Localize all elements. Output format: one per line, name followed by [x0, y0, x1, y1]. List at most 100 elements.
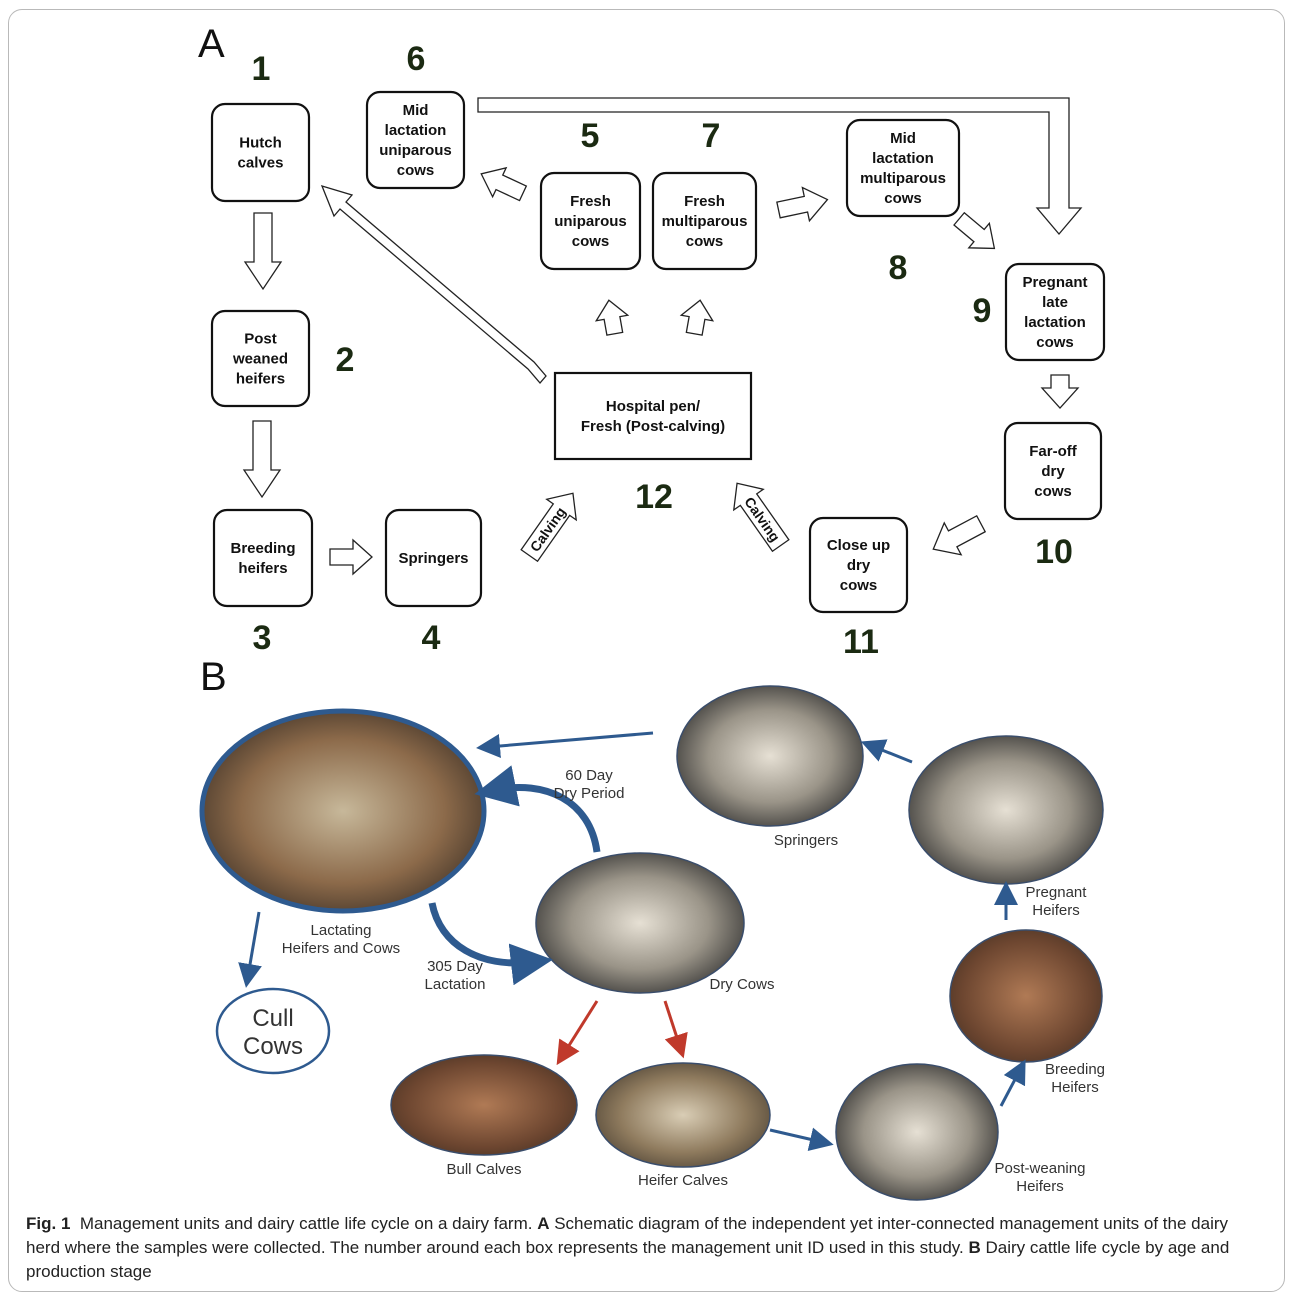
arrow-2-to-3 [242, 420, 282, 499]
panel-a-label: A [198, 22, 225, 66]
unit-number-10: 10 [1035, 533, 1073, 571]
unit-number-7: 7 [702, 117, 721, 155]
arrow-6-to-9 [477, 97, 1083, 236]
arrow-5-to-6 [480, 166, 528, 202]
figure-caption: Fig. 1 Management units and dairy cattle… [26, 1212, 1266, 1284]
unit-box-outline [553, 371, 753, 461]
unit-box-label: calves [238, 155, 284, 172]
label-dry-cows: Dry Cows [709, 976, 774, 993]
arrow-3-to-4 [329, 538, 373, 576]
unit-box-12: Hospital pen/Fresh (Post-calving) [553, 371, 753, 461]
unit-number-4: 4 [422, 619, 441, 657]
caption-b-text: Dairy cattle life cycle by age and produ… [26, 1238, 1230, 1281]
arrow-heiferCalves-to-postweaning [769, 1127, 834, 1151]
unit-number-8: 8 [889, 249, 908, 287]
arrow-postweaning-to-breeding [999, 1059, 1026, 1107]
unit-box-label: heifers [238, 560, 287, 577]
arrow-12-to-7 [679, 299, 715, 336]
post-weaning-photo [835, 1063, 999, 1201]
arrow-12-to-1 [320, 184, 547, 384]
unit-number-1: 1 [252, 50, 271, 88]
unit-box-outline [212, 508, 314, 608]
unit-box-label: Close up [827, 537, 890, 554]
arrow-lactation-period [428, 902, 553, 986]
unit-box-label: cows [1036, 334, 1074, 351]
breeding-heifers-photo [949, 929, 1103, 1063]
label-bull-calves: Bull Calves [446, 1161, 521, 1178]
unit-number-11: 11 [843, 623, 879, 661]
springers-photo [676, 685, 864, 827]
arrow-1-to-2 [243, 212, 283, 291]
unit-box-label: lactation [1024, 314, 1086, 331]
arrow-dry-to-heifer-calves [663, 1000, 688, 1059]
unit-box-label: weaned [232, 351, 288, 368]
arrow-springers-to-lactating [476, 731, 654, 758]
unit-number-5: 5 [581, 117, 600, 155]
arrow-dry-to-bull-calves [556, 1000, 599, 1066]
unit-box-label: cows [686, 233, 724, 250]
arrow-lactating-to-cull [238, 911, 262, 988]
arrow-calving-right: Calving [732, 482, 790, 553]
unit-box-label: Fresh [684, 193, 725, 210]
unit-box-outline [845, 118, 961, 218]
pregnant-heifers-photo [908, 735, 1104, 885]
unit-box-label: dry [847, 557, 871, 574]
heifer-calves-photo [595, 1062, 771, 1168]
unit-box-outline [1003, 421, 1103, 521]
arrow-7-to-8 [776, 186, 829, 223]
panel-b-label: B [200, 655, 227, 699]
label-springers: Springers [774, 832, 838, 849]
cull-cows-oval [215, 987, 331, 1075]
unit-box-label: dry [1041, 463, 1065, 480]
unit-box-label: multiparous [860, 170, 946, 187]
unit-number-6: 6 [407, 40, 426, 78]
arrow-pregnant-to-springers [860, 739, 913, 764]
unit-box-label: uniparous [554, 213, 627, 230]
unit-box-label: cows [884, 190, 922, 207]
unit-box-label: Fresh (Post-calving) [581, 418, 725, 435]
unit-box-label: Springers [398, 550, 468, 567]
unit-box-label: lactation [872, 150, 934, 167]
caption-b-label: B [968, 1238, 981, 1257]
arrow-calving-left: Calving [520, 492, 578, 563]
unit-box-5: Fresh uniparous cows [539, 171, 642, 271]
dry-cows-photo [535, 852, 745, 994]
unit-box-label: cows [1034, 483, 1072, 500]
arrow-dry-period [474, 765, 601, 853]
unit-box-label: Breeding [230, 540, 295, 557]
unit-box-label: Fresh [570, 193, 611, 210]
arrow-10-to-11 [932, 514, 987, 556]
unit-number-2: 2 [336, 341, 355, 379]
unit-box-label: Pregnant [1022, 274, 1087, 291]
arrow-12-to-5 [594, 299, 630, 336]
unit-box-outline [539, 171, 642, 271]
flow-arrows: Calving Calving [242, 97, 1083, 576]
unit-box-label: Mid [403, 102, 429, 119]
unit-box-10: Far-off dry cows [1003, 421, 1103, 521]
bull-calves-photo [390, 1054, 578, 1156]
unit-box-label: cows [572, 233, 610, 250]
lactating-photo [199, 708, 487, 914]
unit-box-outline [210, 309, 311, 408]
caption-a-label: A [537, 1214, 550, 1233]
unit-box-label: Far-off [1029, 443, 1077, 460]
unit-box-outline [1004, 262, 1106, 362]
unit-box-label: uniparous [379, 142, 452, 159]
